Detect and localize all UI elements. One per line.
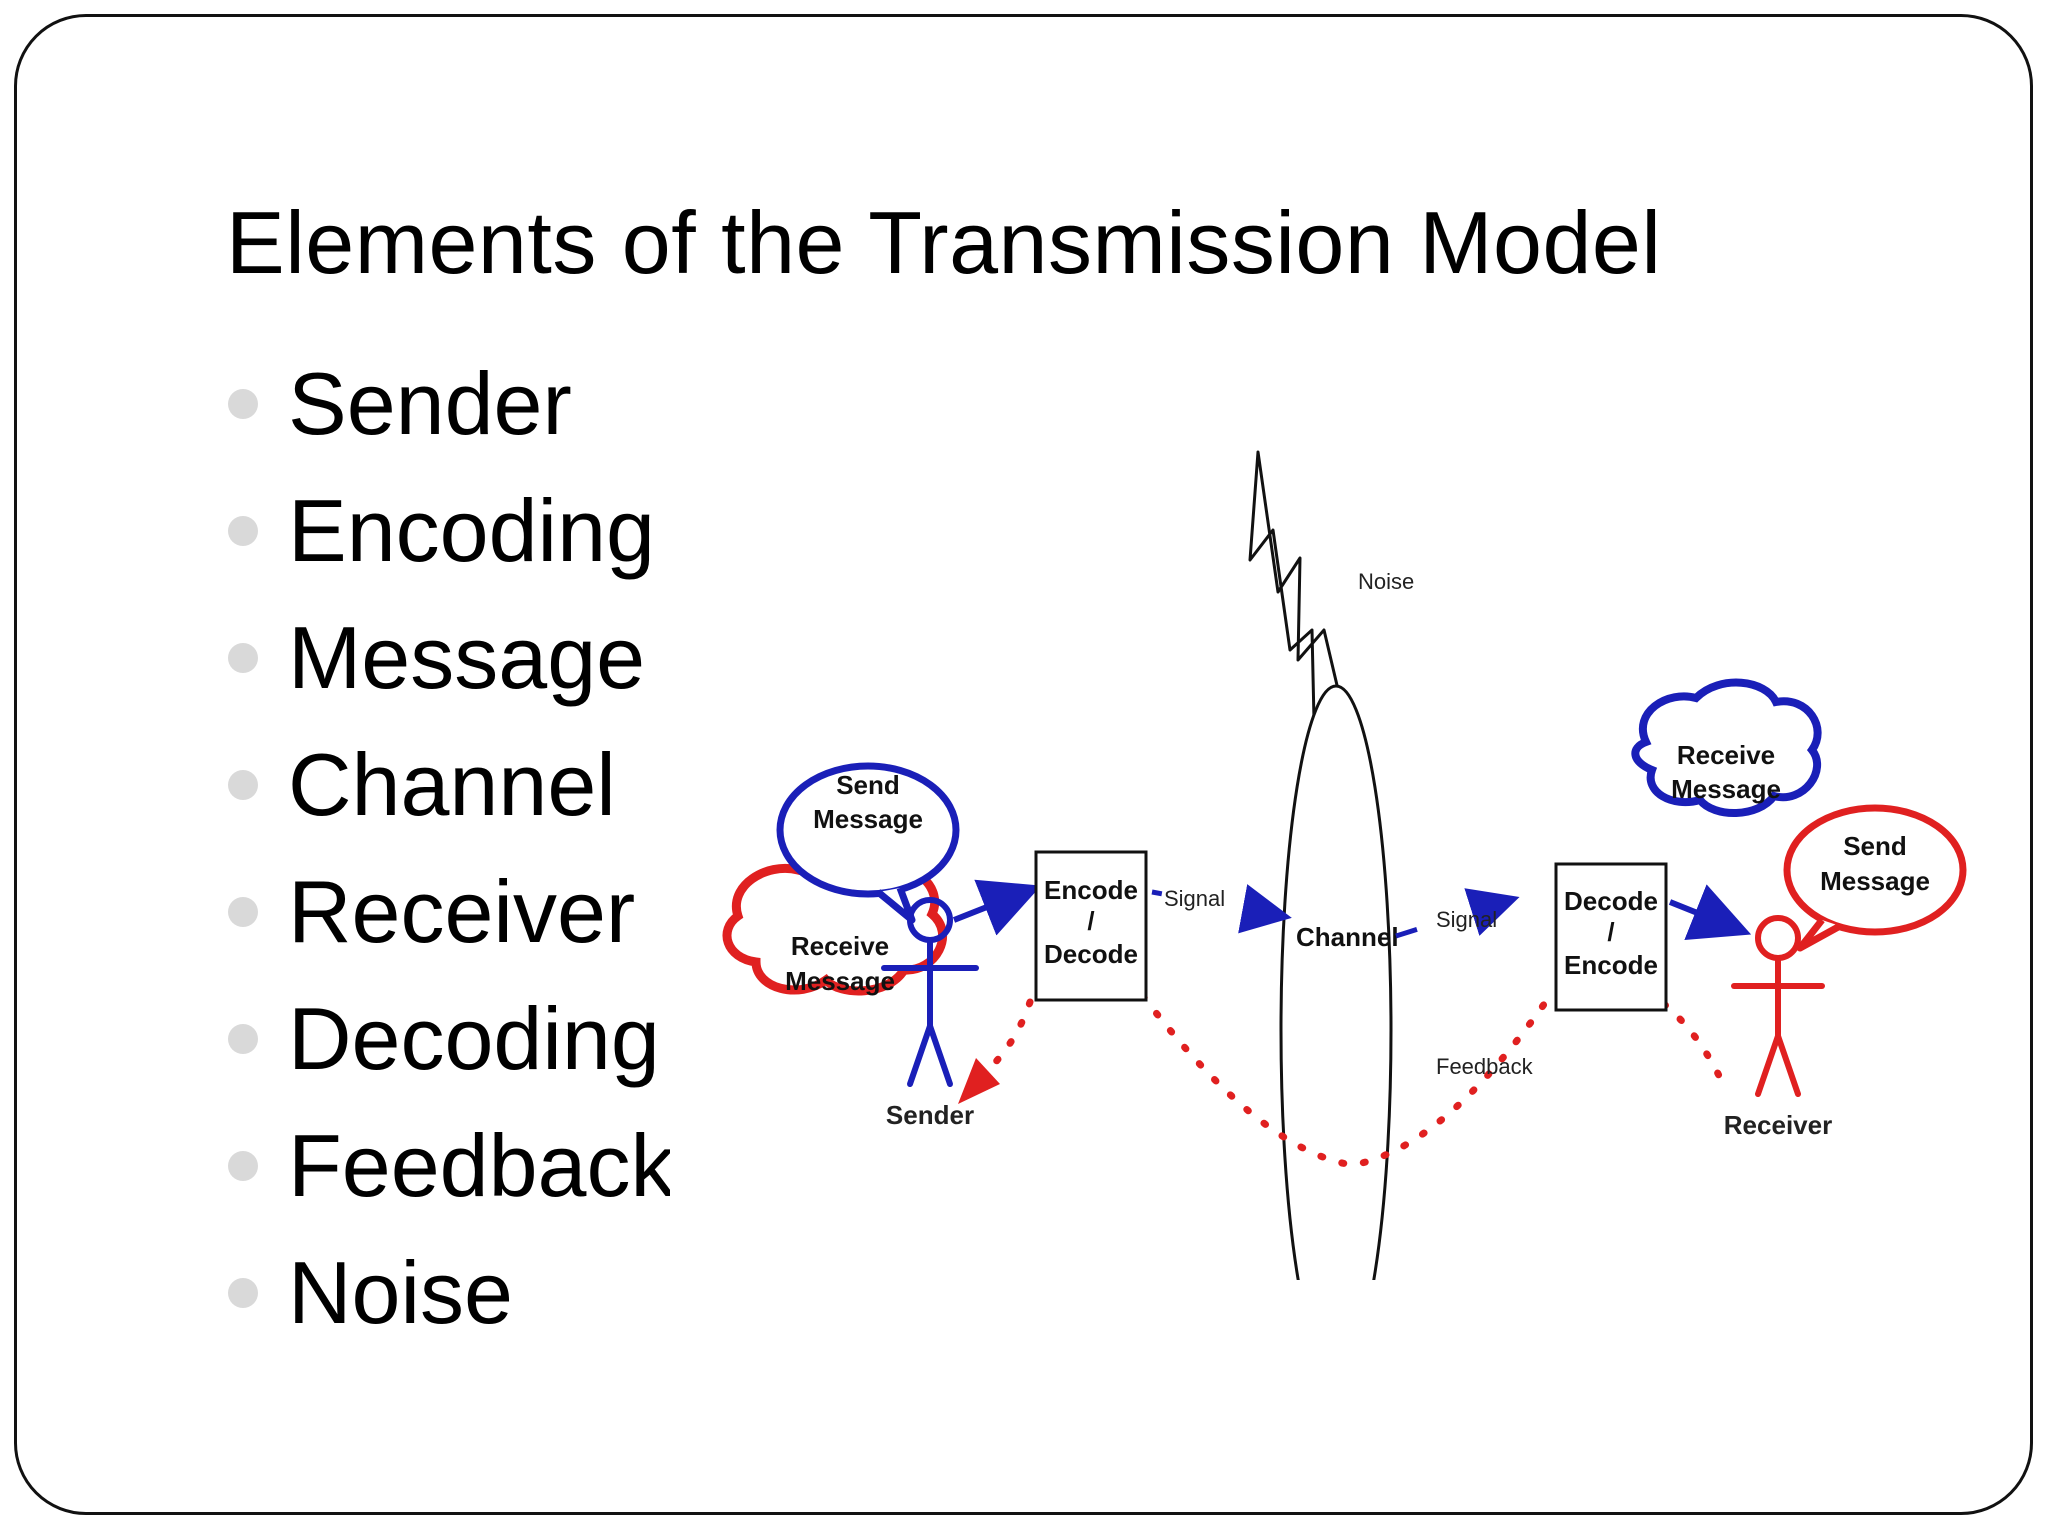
bullet-item-message: Message <box>228 594 670 721</box>
noise-label: Noise <box>1358 569 1414 594</box>
decode-box-line3: Encode <box>1564 950 1658 980</box>
channel-label: Channel <box>1296 922 1399 952</box>
receiver-send-bubble: Send Message <box>1783 804 1967 952</box>
receiver-receive-bubble-line2: Message <box>1671 774 1781 804</box>
bullet-dot-icon <box>228 1150 258 1181</box>
sender-send-bubble-line2: Message <box>813 804 923 834</box>
signal-label-left: Signal <box>1164 886 1225 911</box>
bullet-text: Feedback <box>288 1115 670 1215</box>
channel-ellipse <box>1279 684 1393 1280</box>
bullet-item-sender: Sender <box>228 340 670 467</box>
channel-to-decode-arrow <box>1395 888 1520 939</box>
bullet-item-feedback: Feedback <box>228 1102 670 1229</box>
receiver-label: Receiver <box>1724 1110 1832 1140</box>
bullet-dot-icon <box>228 388 258 419</box>
bullet-item-receiver: Receiver <box>228 848 670 975</box>
bullet-text: Noise <box>288 1242 513 1342</box>
sender-receive-bubble-line1: Receive <box>791 931 889 961</box>
feedback-path <box>1139 992 1551 1169</box>
encode-to-channel-arrow <box>1151 884 1292 934</box>
bullet-text: Receiver <box>288 861 636 961</box>
sender-label: Sender <box>886 1100 974 1130</box>
bullet-item-channel: Channel <box>228 721 670 848</box>
decode-box-line2: / <box>1607 917 1614 947</box>
feedback-path-receiver <box>1660 1000 1728 1090</box>
bullet-item-noise: Noise <box>228 1229 670 1356</box>
bullet-dot-icon <box>228 1023 258 1054</box>
bullet-list: Sender Encoding Message Channel Receiver… <box>228 340 670 1356</box>
decode-to-receiver-arrow <box>1668 884 1752 941</box>
slide-title: Elements of the Transmission Model <box>226 193 1662 292</box>
bullet-text: Message <box>288 607 646 707</box>
receiver-receive-bubble-line1: Receive <box>1677 740 1775 770</box>
encode-box: Encode / Decode <box>1034 850 1148 1002</box>
encode-box-line2: / <box>1087 906 1094 936</box>
decode-box-line1: Decode <box>1564 886 1658 916</box>
bullet-dot-icon <box>228 769 258 800</box>
signal-label-right: Signal <box>1436 907 1497 932</box>
sender-to-encode-arrow <box>952 879 1042 936</box>
bullet-text: Decoding <box>288 988 660 1088</box>
bullet-text: Sender <box>288 353 572 453</box>
receiver-receive-bubble: Receive Message <box>1631 678 1822 817</box>
feedback-arrowhead <box>958 1058 1000 1104</box>
bullet-item-decoding: Decoding <box>228 975 670 1102</box>
feedback-path-sender <box>980 998 1034 1078</box>
receiver-send-bubble-line1: Send <box>1843 831 1907 861</box>
bullet-dot-icon <box>228 896 258 927</box>
bullet-text: Channel <box>288 734 616 834</box>
sender-receive-bubble-line2: Message <box>785 966 895 996</box>
sender-figure-icon <box>881 897 979 1087</box>
sender-send-bubble: Send Message <box>776 762 960 924</box>
receiver-send-bubble-line2: Message <box>1820 866 1930 896</box>
transmission-model-diagram: Noise Channel Feedback Receive Message S… <box>722 450 1967 1280</box>
sender-send-bubble-line1: Send <box>836 770 900 800</box>
encode-box-line3: Decode <box>1044 939 1138 969</box>
bullet-text: Encoding <box>288 480 655 580</box>
bullet-dot-icon <box>228 642 258 673</box>
feedback-label: Feedback <box>1436 1054 1534 1079</box>
encode-box-line1: Encode <box>1044 875 1138 905</box>
decode-box: Decode / Encode <box>1554 862 1668 1012</box>
bullet-dot-icon <box>228 1277 258 1308</box>
bullet-item-encoding: Encoding <box>228 467 670 594</box>
receiver-figure-icon <box>1731 915 1825 1097</box>
bullet-dot-icon <box>228 515 258 546</box>
